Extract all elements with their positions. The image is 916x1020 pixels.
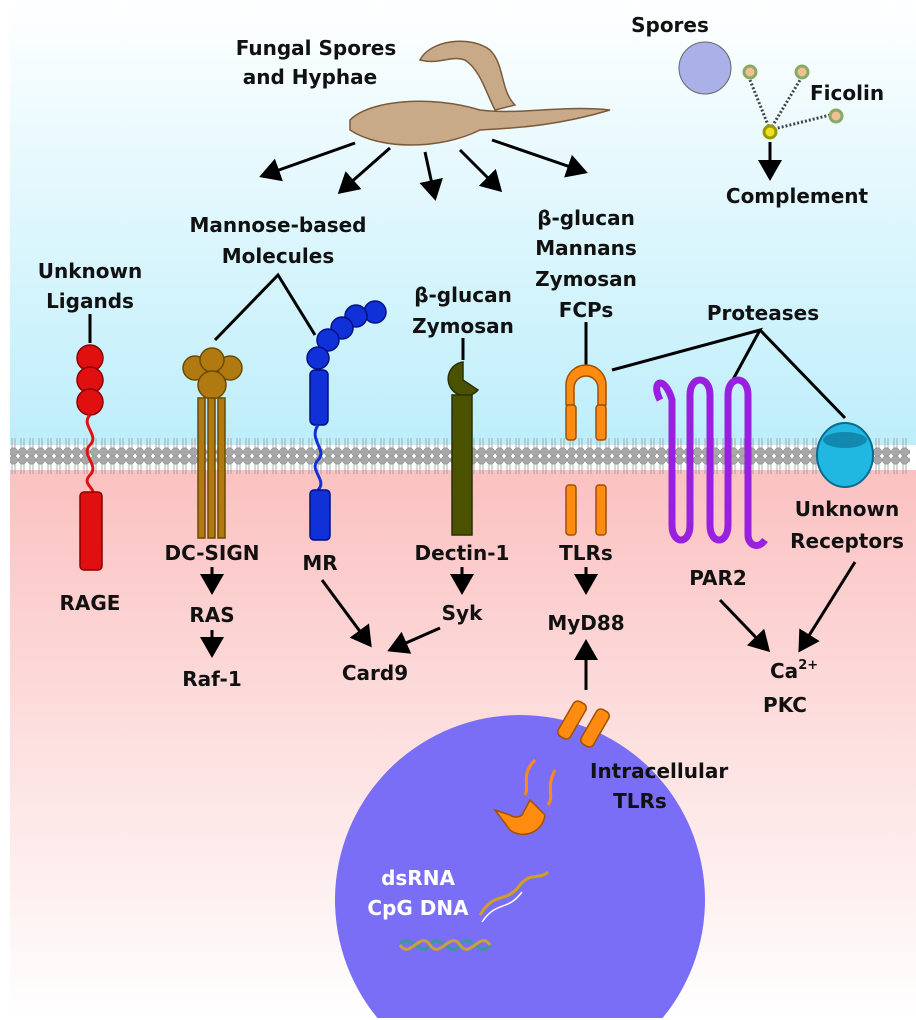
arrow (419, 151, 443, 201)
tlr-receptor (565, 364, 607, 536)
arrow (259, 141, 356, 182)
ficolin-label: Ficolin (810, 81, 884, 105)
par2-label: PAR2 (689, 566, 747, 590)
complement-label: Complement (726, 184, 869, 208)
arrow (337, 146, 391, 194)
fungi-label-2: and Hyphae (243, 65, 377, 89)
proteases-label: Proteases (707, 301, 819, 325)
dc-sign-label: DC-SIGN (164, 541, 259, 565)
connector (213, 272, 317, 342)
spore-icon (678, 41, 732, 95)
arrow (458, 148, 503, 193)
par2-receptor (653, 376, 768, 549)
unknown-receptor (816, 422, 874, 488)
dectin-ligand-label-2: Zymosan (412, 314, 514, 338)
rage-receptor (76, 344, 104, 571)
ras-label: RAS (189, 603, 234, 627)
unknown-receptors-label: Unknown (795, 497, 899, 521)
intracellular-tlr (492, 700, 610, 836)
dectin-1-receptor (447, 361, 480, 536)
unknown-ligands-label: Unknown (38, 259, 142, 283)
arrow (718, 598, 771, 653)
unknown-receptors-label-2: Receptors (790, 529, 904, 553)
pkc-label: PKC (763, 693, 807, 717)
unknown-ligands-label-2: Ligands (46, 289, 134, 313)
card9-label: Card9 (342, 661, 408, 685)
cpg-dna-label: CpG DNA (367, 896, 469, 920)
fungal-hyphae-image (349, 40, 611, 146)
arrow (320, 579, 372, 648)
tlr-ligand-label: β-glucan (537, 206, 635, 230)
mr-receptor (306, 300, 387, 541)
intracellular-tlrs-label: Intracellular (590, 759, 728, 783)
dc-sign-receptor (182, 347, 243, 539)
arrow (798, 561, 857, 653)
arrow (387, 626, 441, 654)
intracellular-tlrs-label-2: TLRs (613, 789, 667, 813)
fungi-label: Fungal Spores (236, 36, 397, 60)
ca-label: Ca2+ (770, 658, 818, 683)
tlr-ligand-label-3: Zymosan (535, 267, 637, 291)
mannose-label-2: Molecules (222, 244, 334, 268)
arrow (491, 138, 588, 178)
connector (611, 327, 847, 420)
tlr-ligand-label-4: FCPs (559, 298, 614, 322)
myd88-label: MyD88 (547, 611, 624, 635)
mr-label: MR (302, 551, 337, 575)
tlrs-label: TLRs (559, 541, 613, 565)
dna-helix-icon (398, 870, 550, 951)
rage-label: RAGE (60, 591, 121, 615)
mannose-label: Mannose-based (190, 213, 367, 237)
syk-label: Syk (442, 601, 483, 625)
raf-1-label: Raf-1 (182, 667, 241, 691)
ficolin-icon (742, 64, 844, 140)
dectin-1-label: Dectin-1 (415, 541, 510, 565)
tlr-ligand-label-2: Mannans (535, 236, 637, 260)
dectin-ligand-label: β-glucan (414, 283, 512, 307)
spores-label: Spores (631, 13, 709, 37)
dsrna-label: dsRNA (381, 866, 455, 890)
